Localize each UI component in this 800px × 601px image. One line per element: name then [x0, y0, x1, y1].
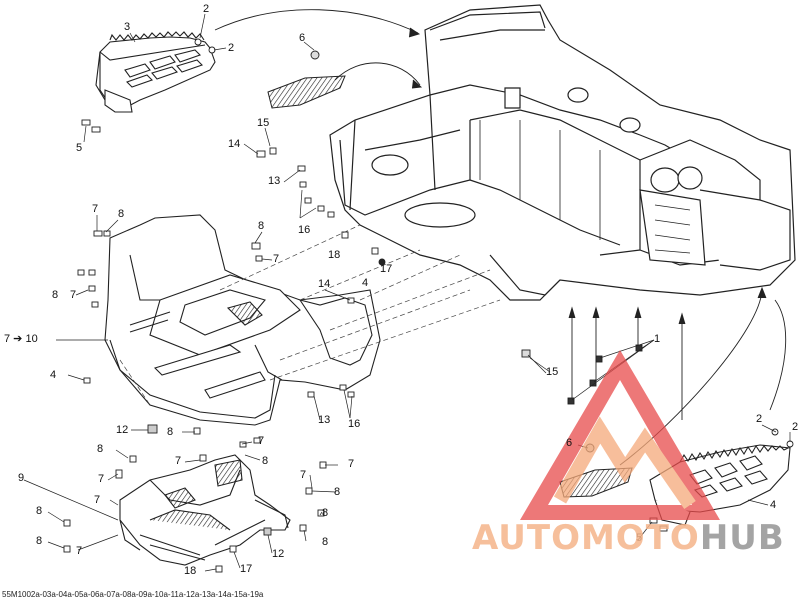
callout-9-f: 7 — [348, 458, 355, 470]
callout-2-d: 2 — [792, 421, 799, 433]
callout-12-top: 13 — [268, 175, 281, 187]
callout-11-b: 12 — [272, 548, 285, 560]
callout-2-c: 2 — [756, 413, 763, 425]
diagram-reference-code: 55M1002a-03a-04a-05a-06a-07a-08a-09a-10a… — [2, 590, 264, 599]
callout-5-top: 5 — [76, 142, 83, 154]
callout-2-b: 2 — [228, 42, 235, 54]
watermark-part1: AUTOMOTO — [472, 518, 700, 558]
callout-6-top: 6 — [299, 32, 306, 44]
callout-14-top: 15 — [257, 117, 270, 129]
callout-9-g: 7 — [98, 473, 105, 485]
callout-9-e: 7 — [175, 455, 182, 467]
callout-5-bottom: 5 — [636, 532, 643, 544]
callout-15-top: 16 — [298, 224, 311, 236]
callout-10-e: 8 — [97, 443, 104, 455]
callout-10-a: 8 — [118, 208, 125, 220]
callout-12-mid: 13 — [318, 414, 331, 426]
callout-10-k: 8 — [322, 536, 329, 548]
callout-1: 1 — [654, 333, 661, 345]
callout-7-arrow-10: 7 ➔ 10 — [4, 333, 38, 345]
callout-2-a: 2 — [203, 3, 210, 15]
callout-13-top: 14 — [228, 138, 241, 150]
callout-10-i: 8 — [322, 507, 329, 519]
callout-10-d: 8 — [167, 426, 174, 438]
callout-16-bottom: 17 — [240, 563, 253, 575]
grip-pad-6-top — [267, 75, 346, 109]
callout-10-c: 8 — [52, 289, 59, 301]
callout-10-f: 8 — [262, 455, 269, 467]
callout-9-h: 7 — [300, 469, 307, 481]
callout-18-top: 4 — [362, 277, 369, 289]
front-lower-bracket-8 — [119, 454, 291, 566]
callout-11-a: 12 — [116, 424, 129, 436]
callout-9-b: 7 — [273, 253, 280, 265]
callout-9-i: 7 — [94, 494, 101, 506]
callout-10-j: 8 — [36, 535, 43, 547]
automotohub-watermark: AUTOMOTOHUB — [472, 518, 785, 558]
callout-17-bottom: 18 — [184, 565, 197, 577]
callout-10-h: 8 — [36, 505, 43, 517]
callout-15-mid: 16 — [348, 418, 361, 430]
left-floor-pan — [104, 214, 381, 426]
curved-arrows — [214, 9, 787, 466]
callout-9-c: 7 — [70, 289, 77, 301]
callout-17-top: 18 — [328, 249, 341, 261]
callout-3: 3 — [124, 21, 131, 33]
callout-6-bottom: 6 — [566, 437, 573, 449]
main-frame-chassis — [329, 4, 796, 301]
callout-10-b: 8 — [258, 220, 265, 232]
callout-16-top: 17 — [380, 263, 393, 275]
callout-8: 9 — [18, 472, 25, 484]
callout-14-mid: 15 — [546, 366, 559, 378]
callout-10-g: 8 — [334, 486, 341, 498]
callout-4: 4 — [770, 499, 777, 511]
callout-13-mid: 14 — [318, 278, 331, 290]
callout-9-a: 7 — [92, 203, 99, 215]
callout-9-j: 7 — [76, 545, 83, 557]
left-footrest-3 — [95, 31, 216, 113]
callout-9-d: 7 — [258, 435, 265, 447]
callout-18-mid: 4 — [50, 369, 57, 381]
watermark-part2: HUB — [699, 518, 785, 558]
automotohub-logo-mark — [520, 350, 720, 520]
assembly-guide-lines — [119, 224, 501, 406]
